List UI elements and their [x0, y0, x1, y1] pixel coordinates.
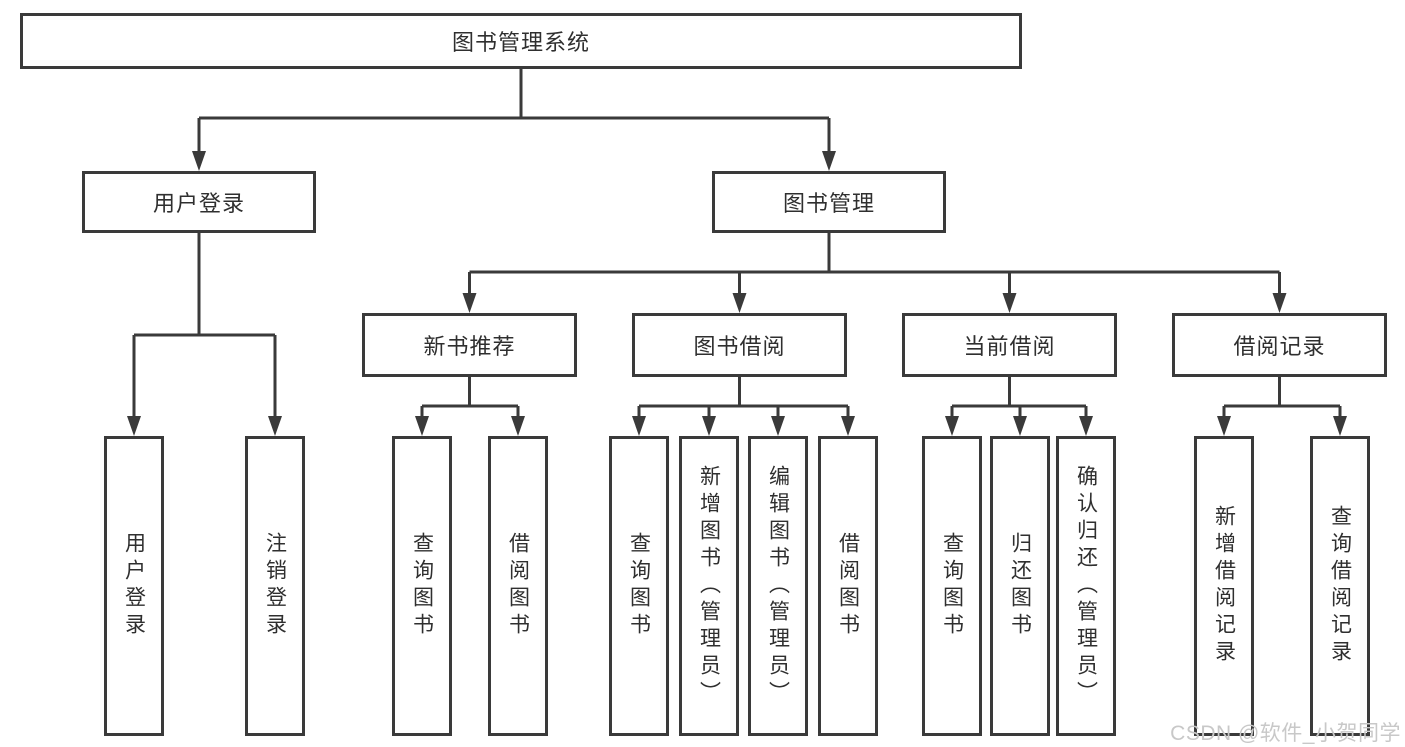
leaf-return-books: 归还图书: [990, 436, 1050, 736]
leaf-borrow-books-recommend: 借阅图书: [488, 436, 548, 736]
leaf-label: 查询借阅记录: [1328, 505, 1352, 667]
node-library-management-system: 图书管理系统: [20, 13, 1022, 69]
leaf-label: 编辑图书（管理员）: [766, 464, 790, 708]
leaf-query-borrow-record: 查询借阅记录: [1310, 436, 1370, 736]
leaf-label: 查询图书: [940, 532, 964, 640]
leaf-borrow-books-borrowing: 借阅图书: [818, 436, 878, 736]
leaf-label: 确认归还（管理员）: [1074, 464, 1098, 708]
node-borrowing-records: 借阅记录: [1172, 313, 1387, 377]
watermark: CSDN @软件_小贺同学: [1170, 722, 1401, 745]
leaf-label: 归还图书: [1008, 532, 1032, 640]
node-book-borrowing: 图书借阅: [632, 313, 847, 377]
node-current-borrowing: 当前借阅: [902, 313, 1117, 377]
leaf-query-books-recommend: 查询图书: [392, 436, 452, 736]
leaf-add-borrow-record: 新增借阅记录: [1194, 436, 1254, 736]
leaf-query-books-borrowing: 查询图书: [609, 436, 669, 736]
leaf-label: 用户登录: [122, 532, 146, 640]
leaf-label: 新增借阅记录: [1212, 505, 1236, 667]
leaf-user-login-action: 用户登录: [104, 436, 164, 736]
leaf-label: 新增图书（管理员）: [697, 464, 721, 708]
leaf-confirm-return-admin: 确认归还（管理员）: [1056, 436, 1116, 736]
leaf-query-books-current: 查询图书: [922, 436, 982, 736]
leaf-label: 查询图书: [627, 532, 651, 640]
leaf-add-book-admin: 新增图书（管理员）: [679, 436, 739, 736]
leaf-edit-book-admin: 编辑图书（管理员）: [748, 436, 808, 736]
leaf-label: 借阅图书: [506, 532, 530, 640]
node-user-login: 用户登录: [82, 171, 316, 233]
leaf-logout-action: 注销登录: [245, 436, 305, 736]
leaf-label: 查询图书: [410, 532, 434, 640]
leaf-label: 注销登录: [263, 532, 287, 640]
arrowheads: [127, 151, 1347, 436]
node-new-book-recommend: 新书推荐: [362, 313, 577, 377]
node-book-management: 图书管理: [712, 171, 946, 233]
leaf-label: 借阅图书: [836, 532, 860, 640]
